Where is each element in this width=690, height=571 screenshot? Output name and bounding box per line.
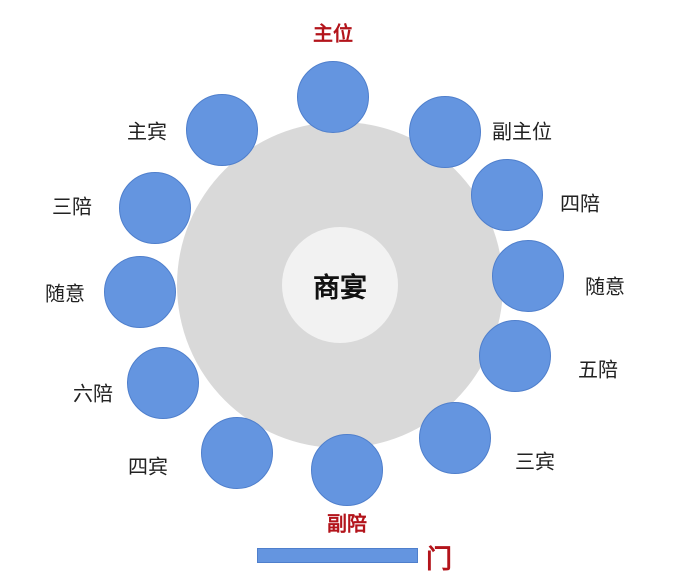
seat-label: 四宾 bbox=[128, 454, 168, 479]
seat-label: 副主位 bbox=[492, 119, 552, 144]
table-center-label: 商宴 bbox=[282, 227, 398, 343]
seat-circle bbox=[311, 434, 383, 506]
seat-circle bbox=[201, 417, 273, 489]
seat-label: 六陪 bbox=[73, 381, 113, 406]
seat-circle bbox=[479, 320, 551, 392]
door-label: 门 bbox=[426, 545, 453, 571]
seat-label: 主宾 bbox=[127, 119, 167, 144]
seat-circle bbox=[104, 256, 176, 328]
seat-circle bbox=[492, 240, 564, 312]
seat-circle bbox=[471, 159, 543, 231]
seat-label: 随意 bbox=[585, 274, 625, 299]
seat-circle bbox=[419, 402, 491, 474]
seat-circle bbox=[297, 61, 369, 133]
seat-circle bbox=[186, 94, 258, 166]
seat-label: 三陪 bbox=[52, 194, 92, 219]
seat-label: 三宾 bbox=[515, 449, 555, 474]
door-bar bbox=[257, 548, 418, 563]
seat-label: 五陪 bbox=[578, 357, 618, 382]
seat-label: 四陪 bbox=[560, 191, 600, 216]
seat-circle bbox=[127, 347, 199, 419]
seat-label: 副陪 bbox=[327, 511, 367, 536]
seat-label: 主位 bbox=[313, 21, 353, 46]
seat-circle bbox=[409, 96, 481, 168]
seat-circle bbox=[119, 172, 191, 244]
seat-label: 随意 bbox=[45, 281, 85, 306]
